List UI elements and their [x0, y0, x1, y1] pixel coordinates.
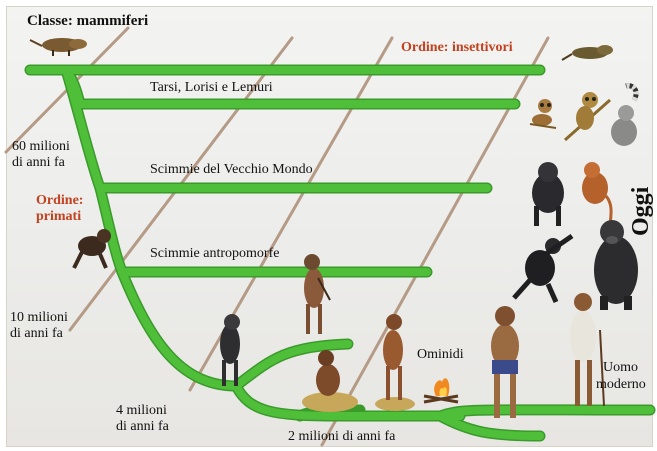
lineage-hominids-label: Ominidi: [417, 347, 464, 363]
animal-figures: [30, 38, 638, 418]
modern-human-label-line2: moderno: [596, 377, 646, 393]
time-4-line1: 4 milioni: [116, 403, 169, 419]
homo-erectus-icon: [375, 314, 415, 411]
tarsier-icon: [530, 99, 556, 128]
branches: [30, 70, 650, 436]
branch-hominid-trunk: [122, 272, 236, 386]
australopithecus-icon: [220, 314, 240, 386]
time-10-line2: di anni fa: [10, 326, 68, 342]
order-primates-line1: Ordine:: [36, 193, 83, 209]
time-60-label: 60 milioni di anni fa: [12, 139, 70, 170]
branch-extinct-hominid: [440, 416, 540, 436]
baboon-icon: [532, 162, 564, 226]
early-primate-icon: [74, 229, 111, 268]
time-2-label: 2 milioni di anni fa: [288, 429, 395, 445]
class-title: Classe: mammiferi: [27, 13, 148, 30]
time-lines: [6, 28, 548, 445]
time-10-line1: 10 milioni: [10, 310, 68, 326]
time-4-label: 4 milioni di anni fa: [116, 403, 169, 434]
time-60-line1: 60 milioni: [12, 139, 70, 155]
modern-human-label: Uomo: [603, 360, 638, 376]
chimpanzee-icon: [514, 236, 572, 302]
shrew-icon-right: [562, 45, 613, 60]
lineage-tarsiers-label: Tarsi, Lorisi e Lemuri: [150, 80, 273, 96]
lineage-old-world-monkeys-label: Scimmie del Vecchio Mondo: [150, 162, 313, 178]
shrew-icon-left: [30, 38, 87, 56]
order-insectivores-label: Ordine: insettivori: [401, 40, 513, 56]
great-ape-walker-icon: [304, 254, 330, 334]
today-label: Oggi: [628, 187, 655, 236]
modern-human-label-line1: Uomo: [603, 360, 638, 376]
neanderthal-icon: [491, 306, 519, 418]
time-60-line2: di anni fa: [12, 155, 70, 171]
order-primates-line2: primati: [36, 209, 83, 225]
lemur-icon: [611, 86, 637, 146]
lineage-great-apes-label: Scimmie antropomorfe: [150, 246, 279, 262]
homo-habilis-icon: [302, 350, 358, 412]
loris-icon: [565, 92, 610, 140]
time-10-label: 10 milioni di anni fa: [10, 310, 68, 341]
branch-lines: [30, 70, 650, 436]
time-4-line2: di anni fa: [116, 419, 169, 435]
campfire-icon: [424, 378, 458, 402]
order-primates-label: Ordine: primati: [36, 193, 83, 224]
